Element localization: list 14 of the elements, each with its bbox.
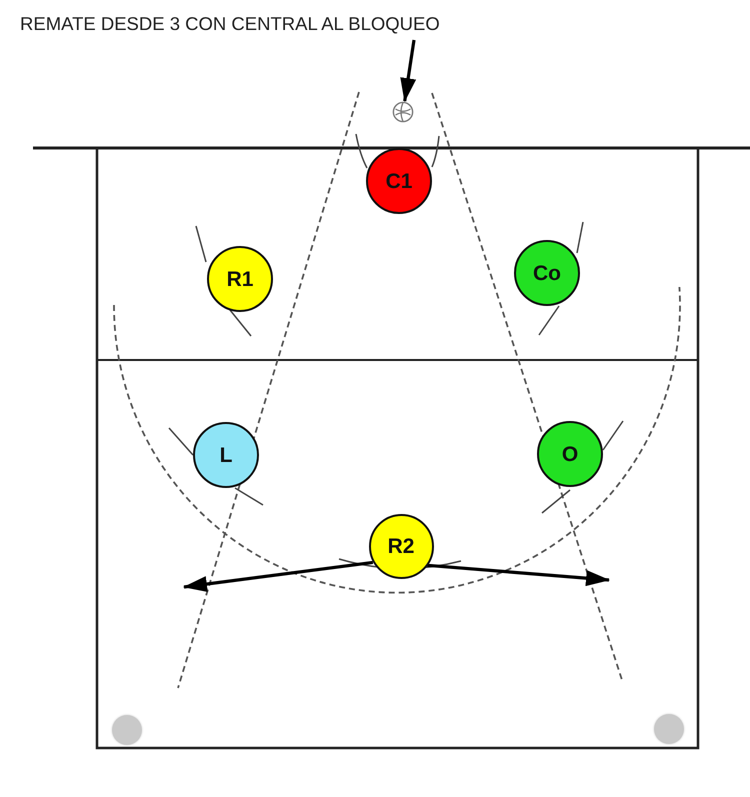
volleyball-icon: [392, 101, 414, 123]
player-circle: [366, 148, 432, 214]
player-label: C1: [386, 170, 412, 192]
player-label: R1: [226, 268, 254, 290]
arrow: [400, 40, 416, 102]
player-label: L: [220, 444, 232, 466]
player-label: O: [562, 444, 578, 464]
position-dot: [112, 715, 142, 745]
arrow: [183, 560, 374, 592]
arrow: [427, 564, 610, 586]
position-dot: [654, 714, 684, 744]
diagram-title: REMATE DESDE 3 CON CENTRAL AL BLOQUEO: [20, 13, 440, 36]
player-label: Co: [533, 262, 561, 284]
player-label: R2: [388, 536, 414, 556]
